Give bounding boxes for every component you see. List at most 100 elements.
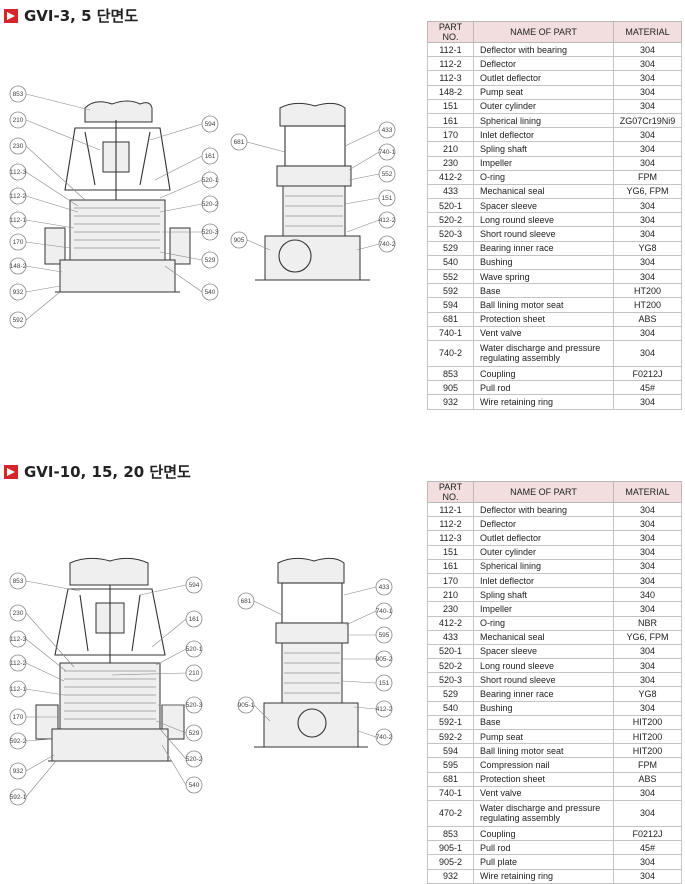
svg-text:905-2: 905-2 [376, 656, 393, 663]
part-no-cell: 151 [427, 98, 474, 114]
part-no-cell: 540 [427, 700, 474, 716]
part-no-cell: 681 [427, 311, 474, 327]
part-name-cell: Vent valve [473, 785, 614, 801]
material-cell: 304 [613, 141, 682, 157]
material-cell: 340 [613, 587, 682, 603]
material-cell: NBR [613, 615, 682, 631]
svg-text:853: 853 [13, 91, 24, 98]
part-no-cell: 529 [427, 686, 474, 702]
part-no-cell: 112-3 [427, 530, 474, 546]
section2-side-view: 681 905-1 433 740-1 595 905-2 151 412-2 … [237, 557, 393, 748]
material-cell: ZG07Cr19Ni9 [613, 112, 682, 129]
part-no-cell: 853 [427, 825, 474, 842]
svg-text:520-1: 520-1 [186, 646, 203, 653]
part-name-cell: Spherical lining [473, 112, 614, 129]
part-no-cell: 905-2 [427, 854, 474, 870]
part-no-cell: 740-2 [427, 339, 474, 367]
part-no-cell: 151 [427, 544, 474, 560]
svg-text:740-1: 740-1 [379, 149, 396, 156]
material-cell: 304 [613, 339, 682, 367]
svg-text:412-2: 412-2 [379, 217, 396, 224]
svg-text:740-2: 740-2 [379, 241, 396, 248]
part-no-cell: 433 [427, 183, 474, 200]
part-no-cell: 681 [427, 771, 474, 787]
part-name-cell: Outer cylinder [473, 544, 614, 560]
part-name-cell: Wire retaining ring [473, 394, 614, 410]
material-cell: F0212J [613, 825, 682, 842]
part-no-cell: 161 [427, 112, 474, 129]
arrow-bullet-icon [4, 464, 18, 479]
svg-text:595: 595 [379, 632, 390, 639]
part-no-cell: 853 [427, 365, 474, 382]
part-no-cell: 932 [427, 868, 474, 884]
part-no-cell: 520-3 [427, 672, 474, 688]
header-material: MATERIAL [613, 21, 682, 43]
svg-text:151: 151 [379, 680, 390, 687]
part-name-cell: Protection sheet [473, 311, 614, 327]
table-header-row: PART NO. NAME OF PART MATERIAL [427, 481, 682, 503]
header-part-no: PART NO. [427, 21, 474, 43]
part-no-cell: 210 [427, 141, 474, 157]
material-cell: HIT200 [613, 714, 682, 731]
material-cell: 304 [613, 212, 682, 228]
arrow-bullet-icon [4, 8, 18, 23]
material-cell: 304 [613, 394, 682, 410]
part-no-cell: 148-2 [427, 84, 474, 100]
svg-text:592-1: 592-1 [10, 794, 27, 801]
part-no-cell: 740-1 [427, 325, 474, 341]
part-name-cell: Deflector [473, 56, 614, 72]
part-name-cell: Base [473, 283, 614, 299]
material-cell: 304 [613, 198, 682, 214]
part-name-cell: Water discharge and pressure regulating … [473, 799, 614, 827]
svg-text:112-3: 112-3 [10, 636, 27, 643]
header-material: MATERIAL [613, 481, 682, 503]
svg-text:112-1: 112-1 [10, 217, 27, 224]
material-cell: 304 [613, 155, 682, 171]
material-cell: FPM [613, 757, 682, 773]
part-name-cell: Long round sleeve [473, 212, 614, 228]
svg-text:520-3: 520-3 [202, 229, 219, 236]
part-no-cell: 433 [427, 629, 474, 645]
part-name-cell: Ball lining motor seat [473, 297, 614, 313]
material-cell: YG6, FPM [613, 183, 682, 200]
material-cell: HT200 [613, 297, 682, 313]
part-no-cell: 210 [427, 587, 474, 603]
svg-text:540: 540 [189, 782, 200, 789]
material-cell: 45# [613, 840, 682, 856]
material-cell: 304 [613, 98, 682, 114]
svg-text:170: 170 [13, 714, 24, 721]
part-name-cell: Inlet deflector [473, 572, 614, 589]
material-cell: FPM [613, 169, 682, 185]
part-no-cell: 161 [427, 558, 474, 574]
material-cell: 304 [613, 672, 682, 688]
svg-text:112-1: 112-1 [10, 686, 27, 693]
svg-text:520-2: 520-2 [186, 756, 203, 763]
svg-text:170: 170 [13, 239, 24, 246]
part-name-cell: Pull plate [473, 854, 614, 870]
